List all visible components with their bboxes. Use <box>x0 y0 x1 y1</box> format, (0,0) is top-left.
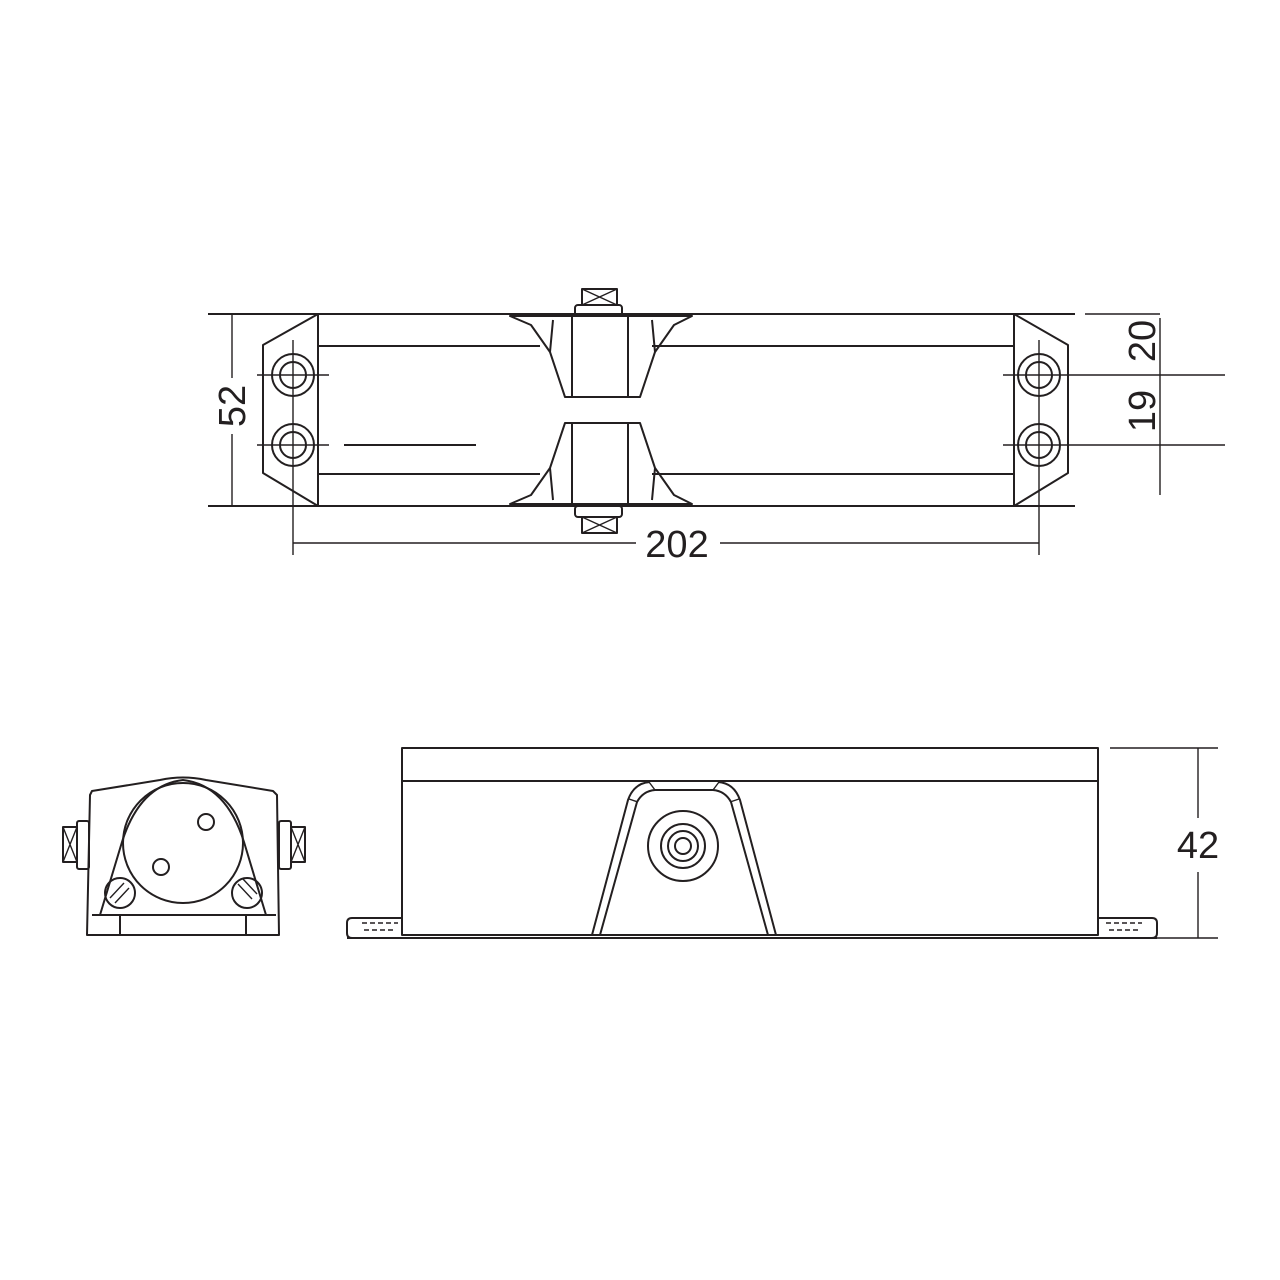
dim-length: 202 <box>645 524 708 566</box>
left-end-plate <box>262 313 319 507</box>
dim-hole-offset: 20 <box>1122 320 1164 362</box>
right-end-plate <box>1013 313 1069 507</box>
dim-height-top: 52 <box>212 385 254 427</box>
pinion-lower <box>509 422 693 534</box>
top-view: 52 202 20 19 <box>208 288 1225 566</box>
dim-hole-spacing: 19 <box>1122 390 1164 432</box>
mounting-holes <box>257 313 1225 555</box>
end-view <box>62 776 306 936</box>
screws <box>104 877 263 909</box>
side-view: 42 <box>346 747 1219 939</box>
pinion-upper <box>509 288 693 398</box>
dim-height-side: 42 <box>1177 825 1219 867</box>
